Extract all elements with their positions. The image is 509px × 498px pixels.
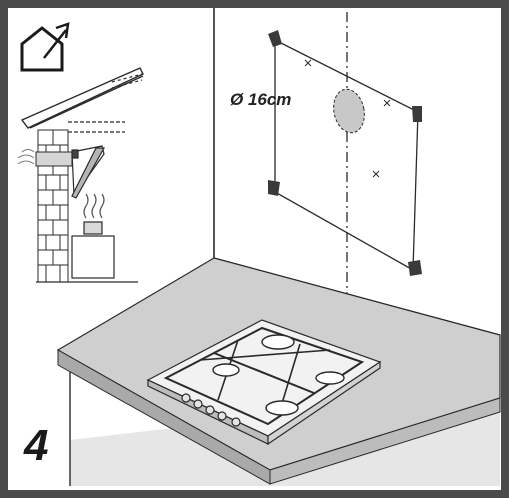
steam-icon [83,193,105,219]
roof-vent-lines [111,73,143,89]
duct-lines [68,121,125,133]
counter-side [269,397,501,485]
vent-hole [333,88,365,134]
pan-icon [83,221,103,235]
step-number: 4 [24,421,49,470]
screw-marks [304,59,391,178]
burners [212,334,345,416]
control-knobs [181,393,241,427]
house-vent-icon [20,22,70,72]
bracket-icon [268,30,422,276]
wall-duct [35,151,73,167]
roof [20,67,144,129]
stove-cabinet [71,235,115,279]
diameter-label: Ø 16cm [230,90,292,109]
range-hood [71,145,106,199]
exhaust-airflow-lines [17,149,35,165]
